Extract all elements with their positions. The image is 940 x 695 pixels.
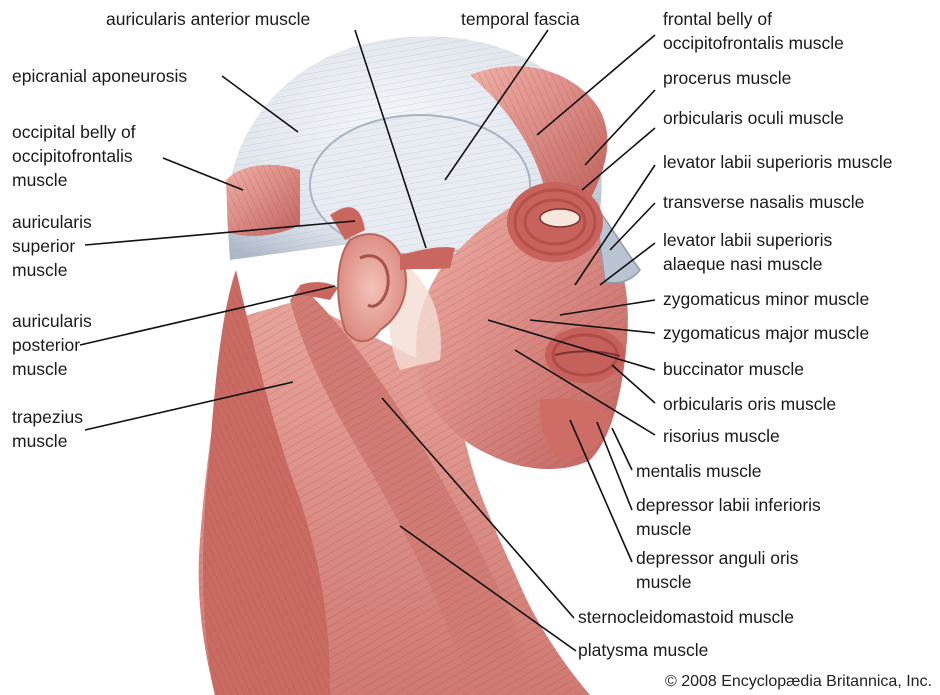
label-depressor-labii-inferioris: depressor labii inferioris muscle [636, 493, 821, 541]
label-platysma: platysma muscle [578, 638, 708, 662]
label-zygomaticus-major: zygomaticus major muscle [663, 321, 869, 345]
label-depressor-anguli-oris: depressor anguli oris muscle [636, 546, 798, 594]
label-buccinator: buccinator muscle [663, 357, 804, 381]
label-occipital-belly: occipital belly of occipitofrontalis mus… [12, 120, 136, 192]
orbicularis-oculi-shape [507, 182, 603, 262]
label-transverse-nasalis: transverse nasalis muscle [663, 190, 864, 214]
occipital-belly-shape [226, 165, 300, 236]
label-auricularis-superior: auricularis superior muscle [12, 210, 92, 282]
label-procerus: procerus muscle [663, 66, 791, 90]
copyright-notice: © 2008 Encyclopædia Britannica, Inc. [665, 672, 932, 692]
label-auricularis-posterior: auricularis posterior muscle [12, 309, 92, 381]
label-zygomaticus-minor: zygomaticus minor muscle [663, 287, 869, 311]
label-orbicularis-oris: orbicularis oris muscle [663, 392, 836, 416]
label-trapezius: trapezius muscle [12, 405, 83, 453]
label-levator-labii-alaeque: levator labii superioris alaeque nasi mu… [663, 228, 832, 276]
label-mentalis: mentalis muscle [636, 459, 761, 483]
label-frontal-belly: frontal belly of occipitofrontalis muscl… [663, 7, 844, 55]
label-orbicularis-oculi: orbicularis oculi muscle [663, 106, 844, 130]
label-auricularis-anterior: auricularis anterior muscle [106, 7, 310, 31]
label-levator-labii-superioris: levator labii superioris muscle [663, 150, 893, 174]
label-sternocleidomastoid: sternocleidomastoid muscle [578, 605, 794, 629]
label-risorius: risorius muscle [663, 424, 780, 448]
label-epicranial-aponeurosis: epicranial aponeurosis [12, 64, 187, 88]
label-temporal-fascia: temporal fascia [461, 7, 580, 31]
